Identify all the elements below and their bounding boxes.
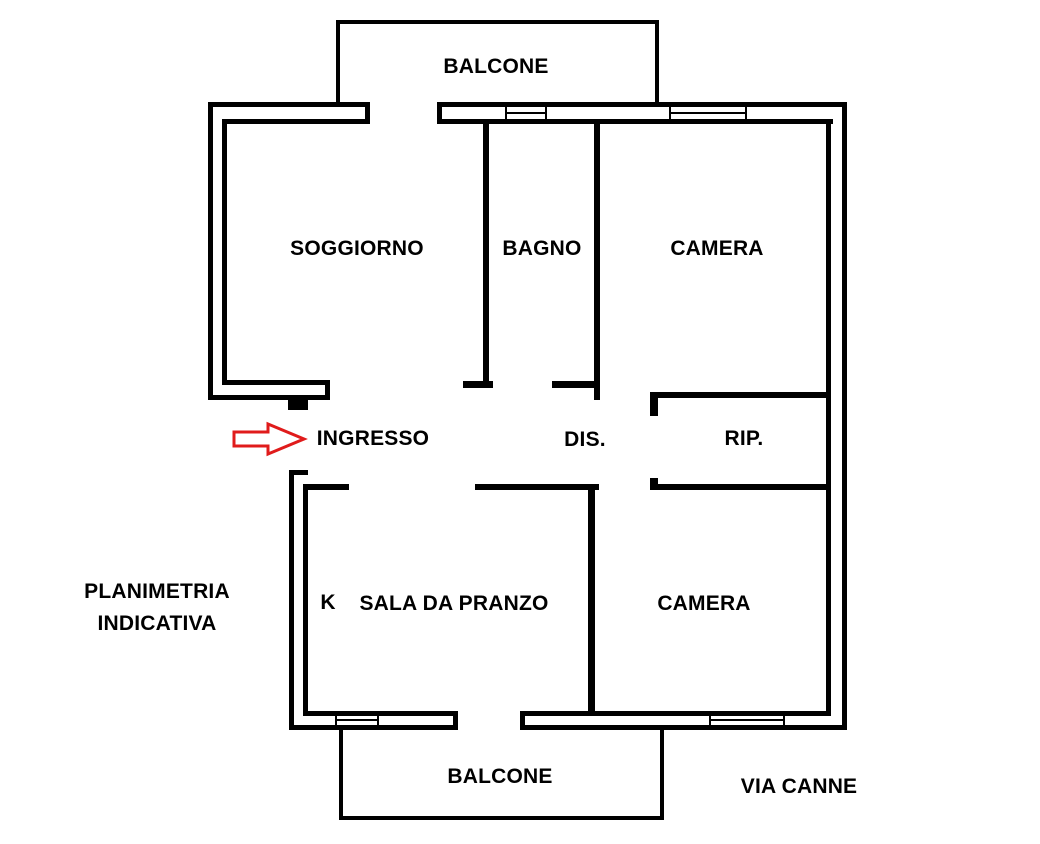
- window-top-bagno: [505, 107, 547, 119]
- wall-sala-left-cap: [289, 470, 308, 475]
- wall-stub-jamb: [288, 395, 308, 410]
- wall-left-bottom-inner: [222, 380, 330, 385]
- label-rip: RIP.: [725, 427, 764, 450]
- wall-bagno-right: [594, 124, 600, 400]
- wall-right-inner: [826, 119, 831, 716]
- wall-bagno-left: [483, 124, 489, 387]
- wall-sala-top-right: [475, 484, 599, 490]
- label-camera-top: CAMERA: [670, 237, 763, 260]
- label-bagno: BAGNO: [502, 237, 581, 260]
- note-planimetria-line2: INDICATIVA: [97, 612, 216, 635]
- wall-rip-bottom: [650, 484, 830, 490]
- balcony-bottom-outline: [339, 729, 664, 820]
- wall-top-left-outer: [208, 102, 370, 107]
- wall-bottom-left-outer: [289, 725, 458, 730]
- wall-sala-left-inner: [303, 484, 308, 716]
- label-sala-da-pranzo: SALA DA PRANZO: [359, 592, 548, 615]
- wall-sala-camera-divider: [588, 484, 595, 716]
- wall-bottom-right-outer: [520, 725, 847, 730]
- wall-left-inner: [222, 119, 227, 384]
- wall-left-outer: [208, 102, 213, 400]
- label-soggiorno: SOGGIORNO: [290, 237, 424, 260]
- label-camera-bottom: CAMERA: [657, 592, 750, 615]
- wall-left-bottom-cap: [325, 380, 330, 400]
- wall-bottom-right-inner: [520, 711, 831, 716]
- entrance-arrow-icon: [232, 421, 308, 457]
- wall-sala-top-left: [303, 484, 349, 490]
- note-street: VIA CANNE: [741, 775, 858, 798]
- wall-right-outer: [842, 102, 847, 730]
- wall-bagno-left-stub: [463, 381, 493, 388]
- label-balcone-top: BALCONE: [443, 55, 548, 78]
- wall-top-right-end: [437, 102, 442, 124]
- label-ingresso: INGRESSO: [317, 427, 429, 450]
- note-planimetria-line1: PLANIMETRIA: [84, 580, 230, 603]
- wall-top-left-inner: [222, 119, 370, 124]
- window-bottom-sala: [335, 716, 379, 725]
- wall-top-right-inner: [437, 119, 833, 124]
- window-bottom-camera: [709, 716, 785, 725]
- label-dis: DIS.: [564, 428, 606, 451]
- label-balcone-bottom: BALCONE: [447, 765, 552, 788]
- wall-bagno-right-stub: [552, 381, 600, 388]
- window-top-camera: [669, 107, 747, 119]
- wall-top-right-outer: [437, 102, 847, 107]
- wall-rip-top: [650, 392, 830, 398]
- windows: [335, 107, 785, 725]
- balcony-top-outline: [336, 20, 659, 104]
- wall-bottom-right-end: [520, 711, 525, 730]
- wall-rip-top-jamb: [650, 392, 658, 416]
- thick-walls: [208, 102, 847, 730]
- walls: [336, 20, 664, 820]
- wall-top-left-end: [365, 102, 370, 124]
- wall-bottom-left-inner: [303, 711, 458, 716]
- label-k: K: [320, 591, 335, 614]
- wall-bottom-left-end: [453, 711, 458, 730]
- wall-sala-left-outer: [289, 470, 294, 730]
- wall-rip-bottom-jamb: [650, 478, 658, 490]
- wall-left-bottom-outer: [208, 395, 330, 400]
